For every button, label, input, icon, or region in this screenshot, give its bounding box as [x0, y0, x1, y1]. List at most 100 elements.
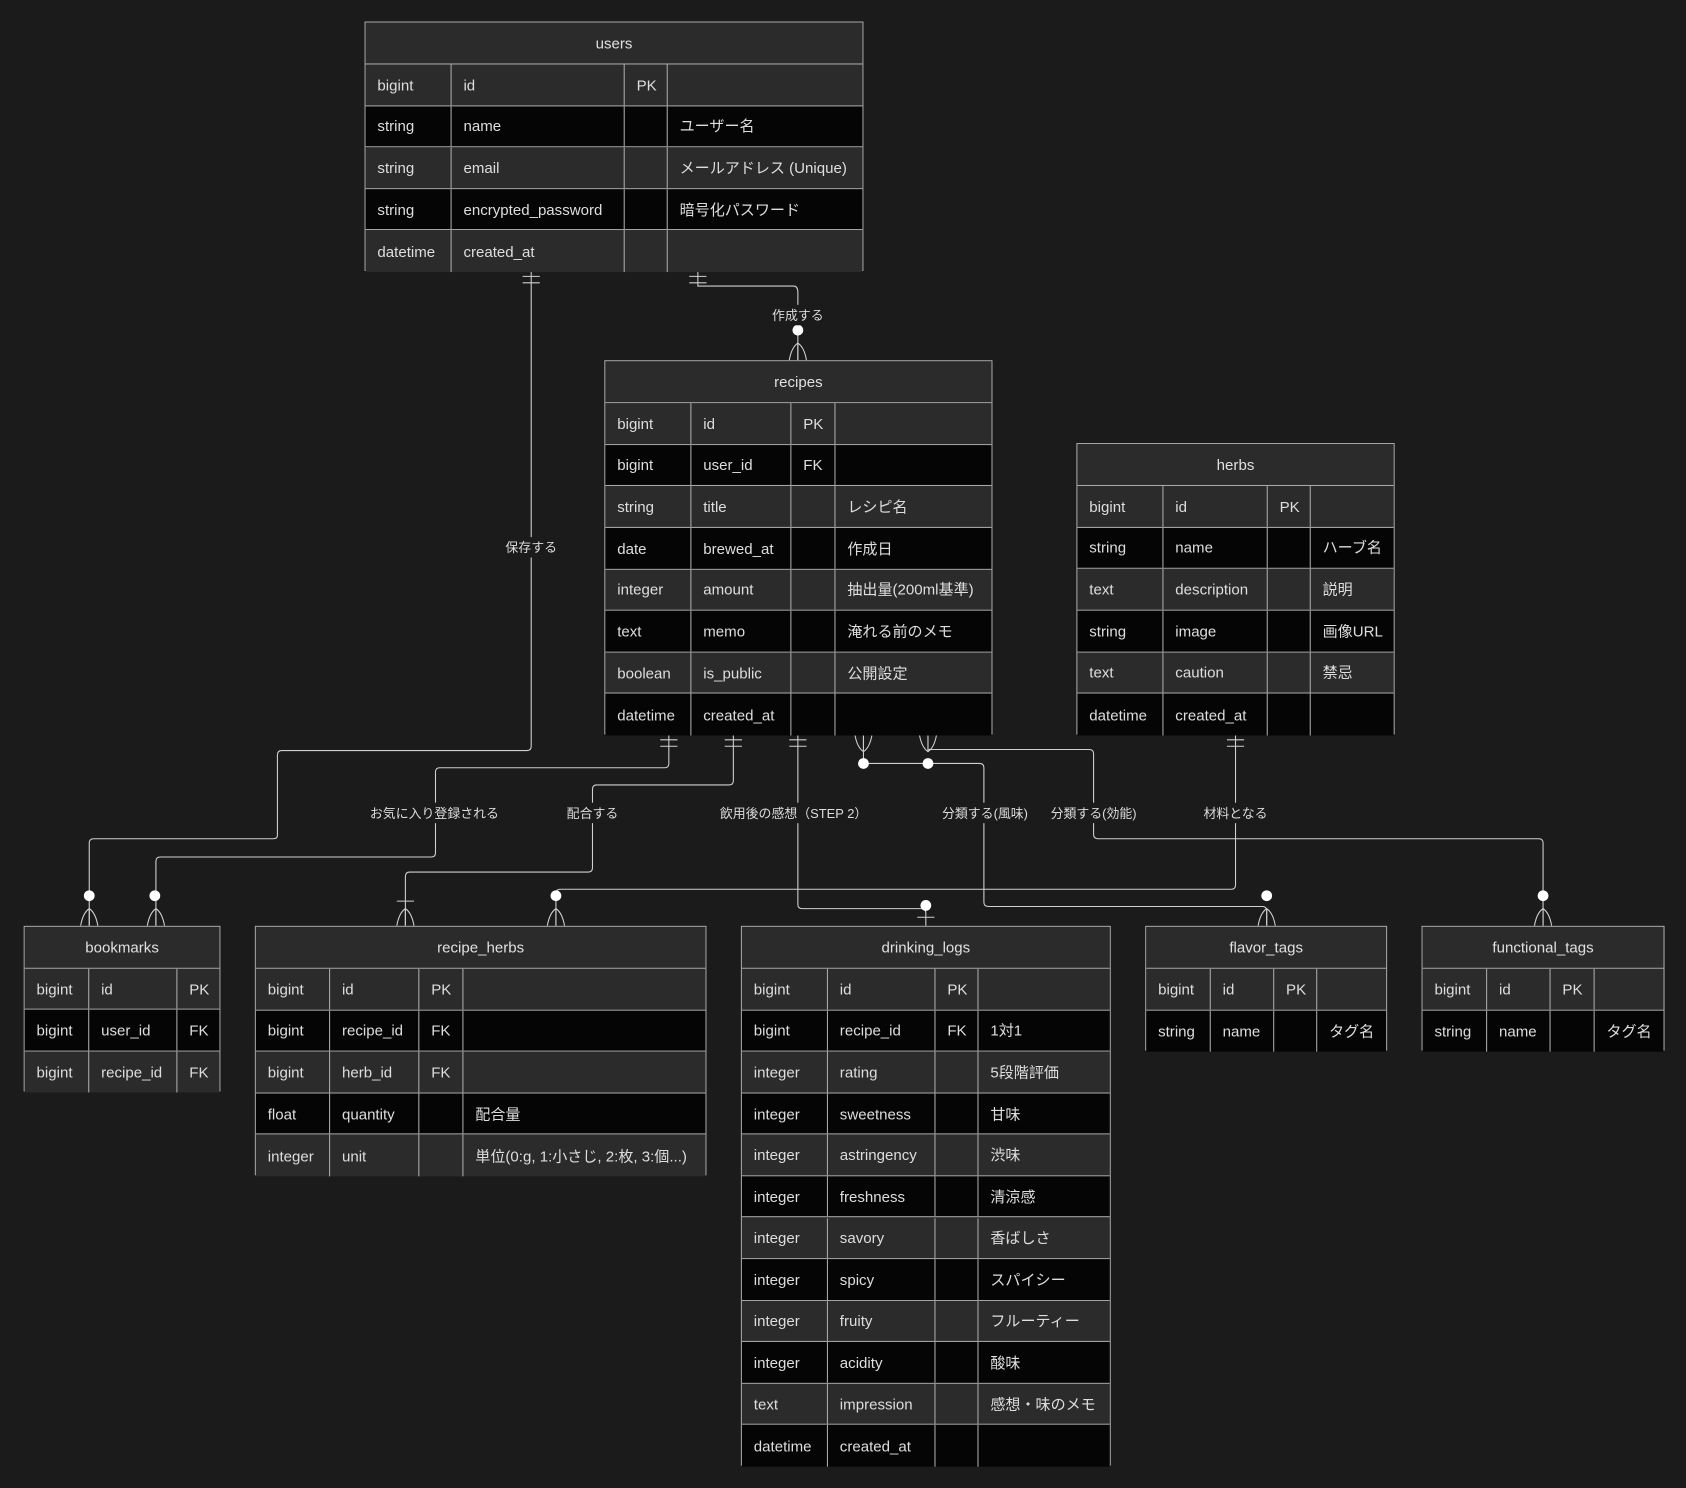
attribute-name: herb_id [330, 1051, 420, 1093]
attribute-name: name [1487, 1010, 1551, 1052]
attribute-type: string [1077, 527, 1164, 569]
entity-title: functional_tags [1422, 926, 1664, 969]
attribute-comment: 香ばしさ [990, 1229, 1051, 1247]
crow-foot-icon [854, 734, 873, 753]
relationship-line [862, 734, 1268, 926]
attribute-name: created_at [691, 693, 792, 736]
one-only-icon [522, 275, 540, 284]
one-only-icon [724, 739, 742, 747]
attribute-key [1268, 610, 1311, 652]
entity-title: users [365, 22, 863, 65]
relationship-line [88, 270, 532, 926]
attribute-type: bigint [256, 1010, 331, 1051]
attribute-key [1268, 527, 1311, 569]
attribute-comment [836, 445, 994, 485]
relationship-label: 保存する [503, 537, 560, 558]
one-only-icon [789, 739, 807, 747]
one-only-icon [660, 739, 678, 747]
attribute-name: unit [330, 1134, 420, 1177]
attribute-type: bigint [1423, 968, 1488, 1010]
attribute-comment: スパイシー [990, 1270, 1066, 1289]
attribute-comment [979, 1425, 1112, 1466]
attribute-key: PK [791, 403, 836, 444]
attribute-type: float [256, 1093, 331, 1134]
attribute-comment: 抽出量(200ml基準) [847, 580, 974, 599]
entity-title: recipe_herbs [255, 926, 706, 969]
attribute-name: title [691, 486, 792, 527]
entity-title: recipes [605, 361, 992, 404]
attribute-key: PK [189, 980, 210, 998]
attribute-name: brewed_at [691, 527, 792, 569]
attribute-comment: 淹れる前のメモ [847, 622, 953, 640]
crow-foot-icon [146, 907, 166, 926]
attribute-type: bigint [366, 64, 452, 105]
attribute-key [936, 1425, 979, 1467]
attribute-name: acidity [828, 1342, 936, 1383]
attribute-type: bigint [605, 444, 692, 486]
attribute-key [1268, 569, 1311, 610]
attribute-name: created_at [1163, 693, 1268, 736]
attribute-key [791, 486, 836, 527]
attribute-name: id [452, 64, 625, 105]
attribute-name: freshness [828, 1176, 936, 1217]
attribute-key [1268, 652, 1311, 693]
attribute-type: datetime [742, 1425, 828, 1467]
attribute-comment: 配合量 [475, 1104, 521, 1123]
attribute-name: user_id [691, 444, 792, 486]
relationship-line [697, 270, 799, 361]
attribute-key [1268, 693, 1311, 736]
zero-marker-icon [149, 890, 161, 902]
attribute-name: id [89, 968, 178, 1009]
relationship-line [797, 734, 927, 926]
attribute-key: PK [1551, 968, 1595, 1010]
attribute-key: FK [936, 1010, 979, 1051]
relationship-line [404, 734, 734, 926]
attribute-comment: 感想・味のメモ [990, 1395, 1096, 1413]
attribute-type: bigint [605, 403, 692, 444]
attribute-name: impression [828, 1383, 936, 1425]
attribute-comment: 清涼感 [990, 1187, 1036, 1206]
attribute-key: PK [625, 64, 668, 105]
entity-title: bookmarks [24, 926, 220, 969]
attribute-type: string [366, 106, 452, 147]
attribute-type: boolean [605, 652, 692, 693]
zero-marker-icon [1261, 890, 1273, 902]
attribute-comment [1311, 694, 1396, 736]
attribute-key [625, 147, 668, 188]
relationship-label: お気に入り登録される [367, 802, 502, 824]
attribute-type: text [1077, 652, 1164, 693]
attribute-comment: 5段階評価 [990, 1063, 1059, 1081]
entity-title: flavor_tags [1146, 926, 1387, 969]
attribute-key [936, 1259, 979, 1300]
attribute-name: recipe_id [330, 1010, 420, 1051]
zero-marker-icon [858, 758, 869, 769]
attribute-key: FK [791, 444, 836, 486]
attribute-type: bigint [25, 968, 90, 1009]
attribute-type: text [742, 1383, 828, 1425]
relationship-line [927, 734, 1544, 926]
attribute-key [936, 1134, 979, 1176]
attribute-type: bigint [742, 968, 828, 1010]
